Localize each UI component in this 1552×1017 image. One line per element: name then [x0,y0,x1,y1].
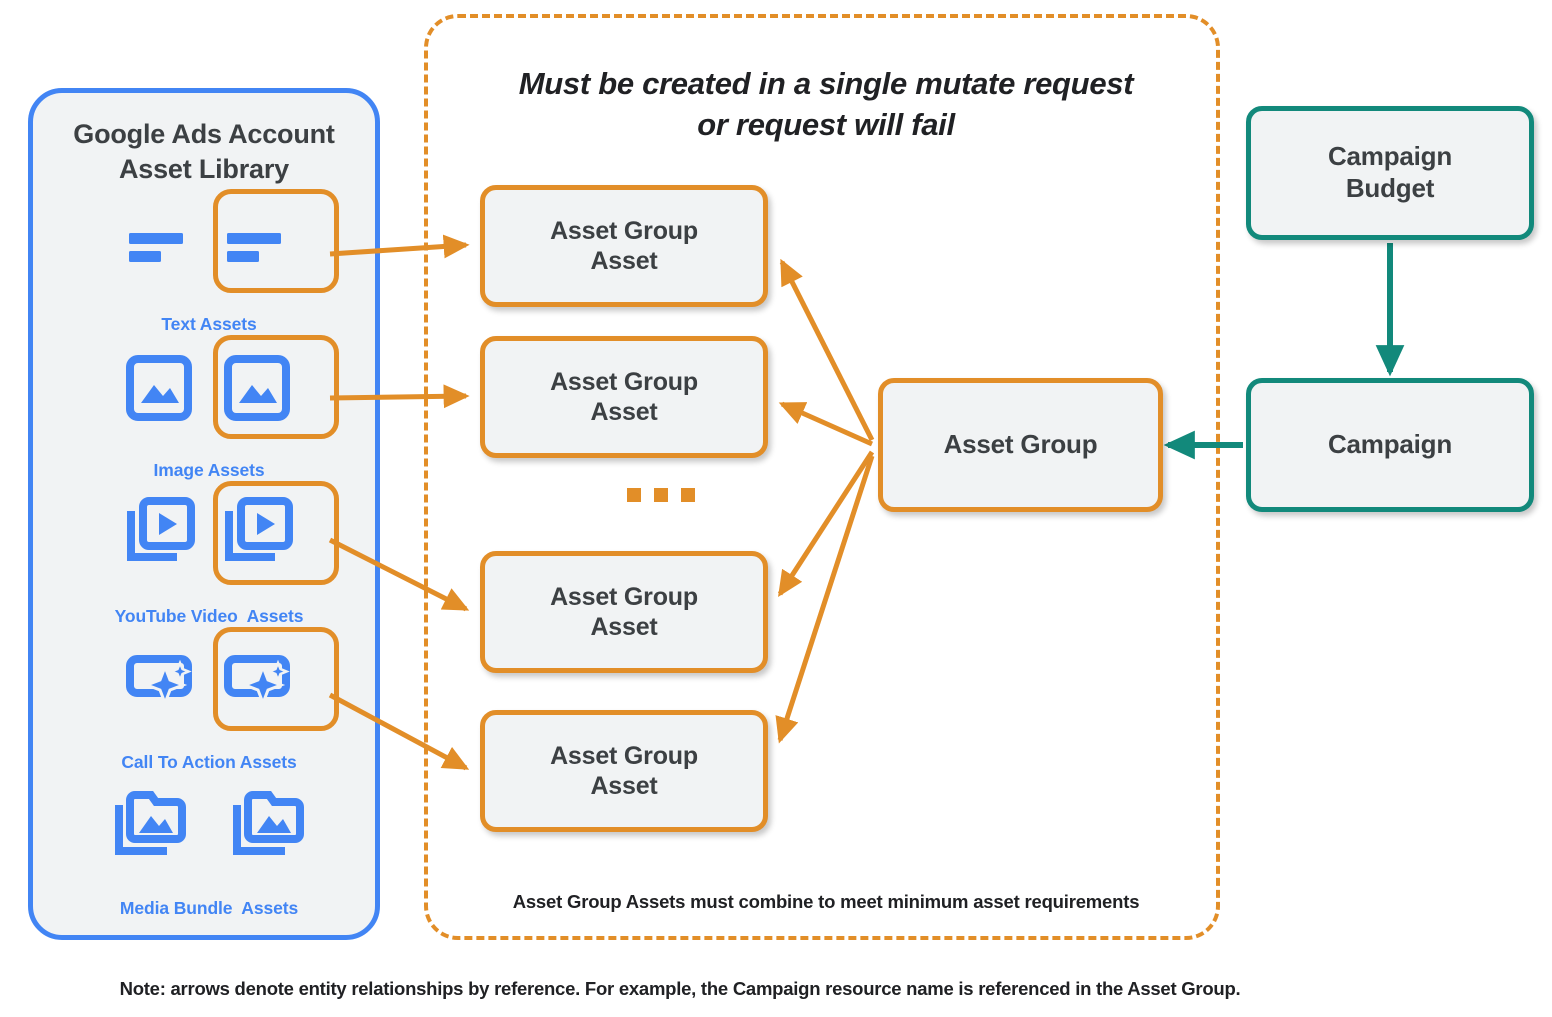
mutate-request-title-line2: or request will fail [697,106,955,142]
media-bundle-asset-icon-2 [229,785,307,863]
asset-row-media-bundle[interactable]: Media Bundle Assets [33,785,385,918]
asset-row-label-call-to-action: Call To Action Assets [121,752,297,772]
asset-row-label-video: YouTube Video Assets [114,606,304,626]
call-to-action-asset-icon [121,639,199,717]
asset-row-image[interactable]: Image Assets [33,335,385,480]
asset-row-label-text: Text Assets [161,314,257,334]
asset-row-video[interactable]: YouTube Video Assets [33,481,385,626]
asset-library-title-line2: Asset Library [119,153,289,184]
asset-group-asset-line2: Asset [590,613,658,641]
ellipsis-dot [654,488,668,502]
mutate-request-footer: Asset Group Assets must combine to meet … [512,891,1140,912]
asset-row-label-media-bundle: Media Bundle Assets [119,898,299,918]
image-asset-icon [121,347,199,425]
campaign-budget-line1: Campaign [1327,141,1453,172]
asset-group-asset-line1: Asset Group [550,216,698,245]
asset-group-asset-node[interactable]: Asset Group Asset [480,336,768,458]
diagram-note: Note: arrows denote entity relationships… [119,978,1241,999]
campaign-label: Campaign [1327,429,1453,460]
asset-group-asset-node[interactable]: Asset Group Asset [480,551,768,673]
asset-group-node[interactable]: Asset Group [878,378,1163,512]
asset-row-label-image: Image Assets [153,460,265,480]
asset-group-asset-line1: Asset Group [550,367,698,396]
video-asset-highlight-box [213,481,339,585]
video-asset-icon [121,493,199,571]
asset-library-title: Google Ads Account Asset Library [33,117,375,186]
media-bundle-asset-icon [111,785,189,863]
asset-group-asset-line1: Asset Group [550,741,698,770]
asset-group-asset-line2: Asset [590,247,658,275]
asset-row-text[interactable]: Text Assets [33,189,385,334]
ellipsis-indicator [627,488,695,502]
mutate-request-title-line1: Must be created in a single mutate reque… [518,66,1134,101]
campaign-node[interactable]: Campaign [1246,378,1534,512]
text-asset-icon [121,201,199,279]
image-asset-highlight-box [213,335,339,439]
asset-group-asset-node[interactable]: Asset Group Asset [480,185,768,307]
mutate-request-title: Must be created in a single mutate reque… [458,64,1194,146]
ellipsis-dot [681,488,695,502]
asset-group-asset-line2: Asset [590,398,658,426]
campaign-budget-line2: Budget [1345,173,1435,203]
campaign-budget-node[interactable]: Campaign Budget [1246,106,1534,240]
asset-group-asset-node[interactable]: Asset Group Asset [480,710,768,832]
asset-group-asset-line1: Asset Group [550,582,698,611]
video-asset-icon-selected [219,493,297,571]
call-to-action-asset-icon-selected [219,639,297,717]
asset-library-panel: Google Ads Account Asset Library [28,88,380,940]
call-to-action-highlight-box [213,627,339,731]
image-asset-icon-selected [219,347,297,425]
asset-row-call-to-action[interactable]: Call To Action Assets [33,627,385,772]
asset-library-title-line1: Google Ads Account [73,119,335,149]
text-asset-highlight-box [213,189,339,293]
asset-group-asset-line2: Asset [590,772,658,800]
ellipsis-dot [627,488,641,502]
asset-group-label: Asset Group [943,429,1098,460]
text-asset-icon-selected [219,201,297,279]
